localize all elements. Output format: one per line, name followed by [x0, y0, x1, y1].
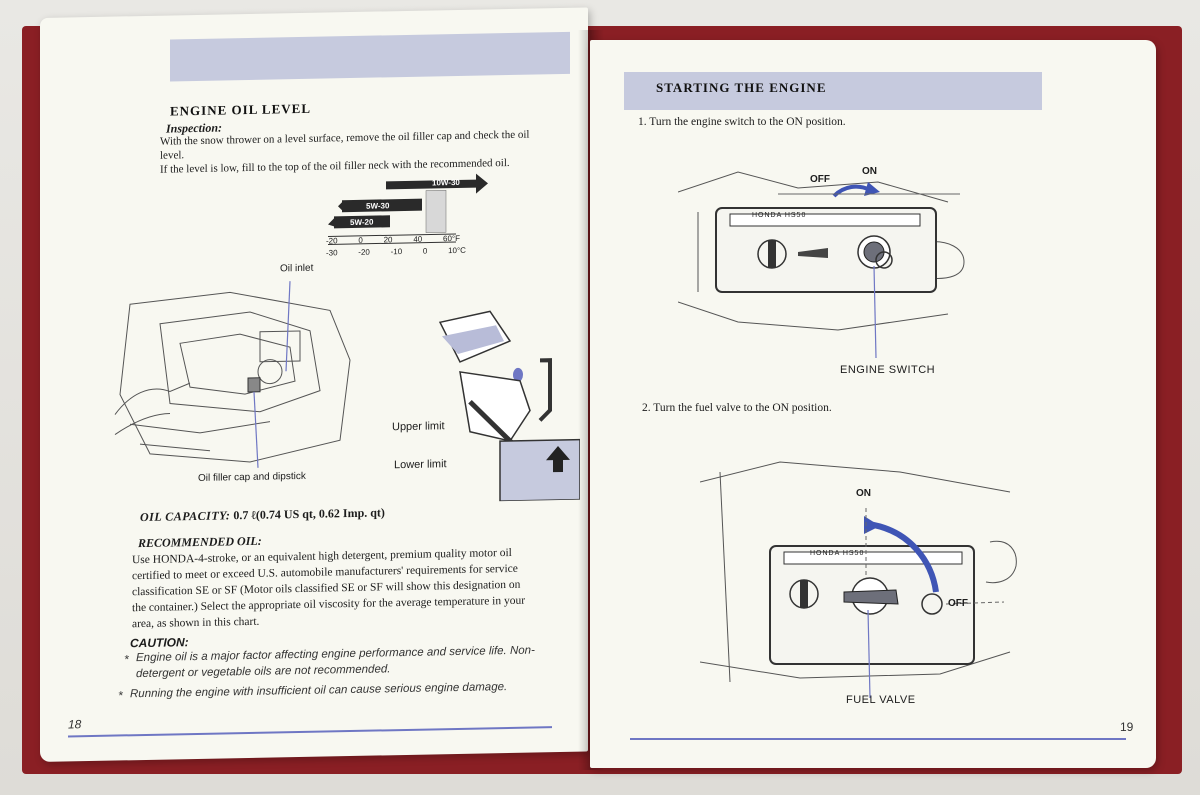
- tick-c: -10: [390, 247, 403, 257]
- oil-capacity-label: OIL CAPACITY:: [140, 508, 231, 525]
- recommended-oil-text: Use HONDA-4-stroke, or an equivalent hig…: [132, 544, 582, 633]
- page-19: STARTING THE ENGINE 1. Turn the engine s…: [590, 40, 1156, 768]
- engine-switch-figure: OFF ON HONDA HS50: [677, 152, 968, 362]
- tick-c: -30: [326, 248, 338, 258]
- viscosity-chart-graphic: [328, 173, 488, 245]
- step-1: 1. Turn the engine switch to the ON posi…: [638, 116, 846, 128]
- brand-plate: HONDA HS50: [810, 550, 865, 557]
- page-number-18: 18: [68, 717, 82, 732]
- tick-f: 40: [413, 234, 423, 244]
- title-band: [170, 31, 570, 82]
- lower-limit-label: Lower limit: [394, 458, 447, 472]
- page-18: ENGINE OIL LEVEL Inspection: With the sn…: [40, 7, 588, 763]
- bar-label-10w30: 10W-30: [432, 177, 460, 188]
- tick-c: -20: [358, 247, 370, 257]
- oil-capacity: OIL CAPACITY: 0.7 ℓ(0.74 US qt, 0.62 Imp…: [140, 505, 385, 525]
- engine-illustration: [110, 270, 360, 475]
- tick-c: 10°C: [448, 245, 466, 256]
- fuel-valve-drawing: [699, 461, 1017, 699]
- caution-item: detergent or vegetable oils are not reco…: [136, 663, 391, 681]
- bar-label-5w20: 5W-20: [350, 217, 374, 228]
- bar-label-5w30: 5W-30: [366, 201, 390, 211]
- caution-item: Engine oil is a major factor affecting e…: [136, 644, 535, 665]
- caution-bullet: *: [124, 652, 129, 667]
- step-2: 2. Turn the fuel valve to the ON positio…: [642, 402, 832, 414]
- fuel-valve-caption: FUEL VALVE: [846, 694, 916, 706]
- tick-f: 0: [358, 235, 363, 245]
- oil-capacity-value: 0.7 ℓ(0.74 US qt, 0.62 Imp. qt): [233, 505, 385, 523]
- tick-f: 20: [383, 235, 393, 245]
- fuel-valve-figure: ON OFF HONDA HS50: [699, 442, 1020, 702]
- section-title: ENGINE OIL LEVEL: [170, 100, 311, 119]
- valve-on-label: ON: [856, 488, 871, 499]
- brand-plate: HONDA HS50: [752, 212, 807, 219]
- switch-off-label: OFF: [810, 174, 830, 185]
- engine-switch-drawing: [677, 171, 965, 359]
- dipstick-illustration: [400, 300, 581, 503]
- footer-rule: [68, 726, 552, 738]
- caution-item: Running the engine with insufficient oil…: [130, 681, 508, 701]
- recommended-oil-title: RECOMMENDED OIL:: [138, 533, 262, 551]
- engine-switch-caption: ENGINE SWITCH: [840, 364, 936, 376]
- oil-inlet-label: Oil inlet: [280, 262, 314, 275]
- dipstick-drawing: [438, 310, 581, 502]
- footer-rule: [630, 738, 1126, 740]
- page-number-19: 19: [1120, 720, 1134, 734]
- caution-bullet: *: [118, 688, 123, 703]
- tick-f: -20: [326, 236, 338, 246]
- tick-f: 60°F: [443, 233, 460, 244]
- viscosity-chart: 10W-30 5W-30 5W-20 -20 0 20 40 60°F -30 …: [326, 169, 496, 260]
- tick-c: 0: [422, 246, 428, 256]
- switch-on-label: ON: [862, 166, 877, 177]
- inspection-text: level.: [160, 149, 185, 162]
- title-band: [624, 72, 1042, 110]
- upper-limit-label: Upper limit: [392, 420, 445, 434]
- filler-cap-label: Oil filler cap and dipstick: [198, 470, 306, 484]
- caution-title: CAUTION:: [130, 635, 189, 651]
- valve-off-label: OFF: [948, 598, 968, 609]
- engine-drawing: [114, 281, 351, 468]
- section-title: STARTING THE ENGINE: [656, 80, 827, 95]
